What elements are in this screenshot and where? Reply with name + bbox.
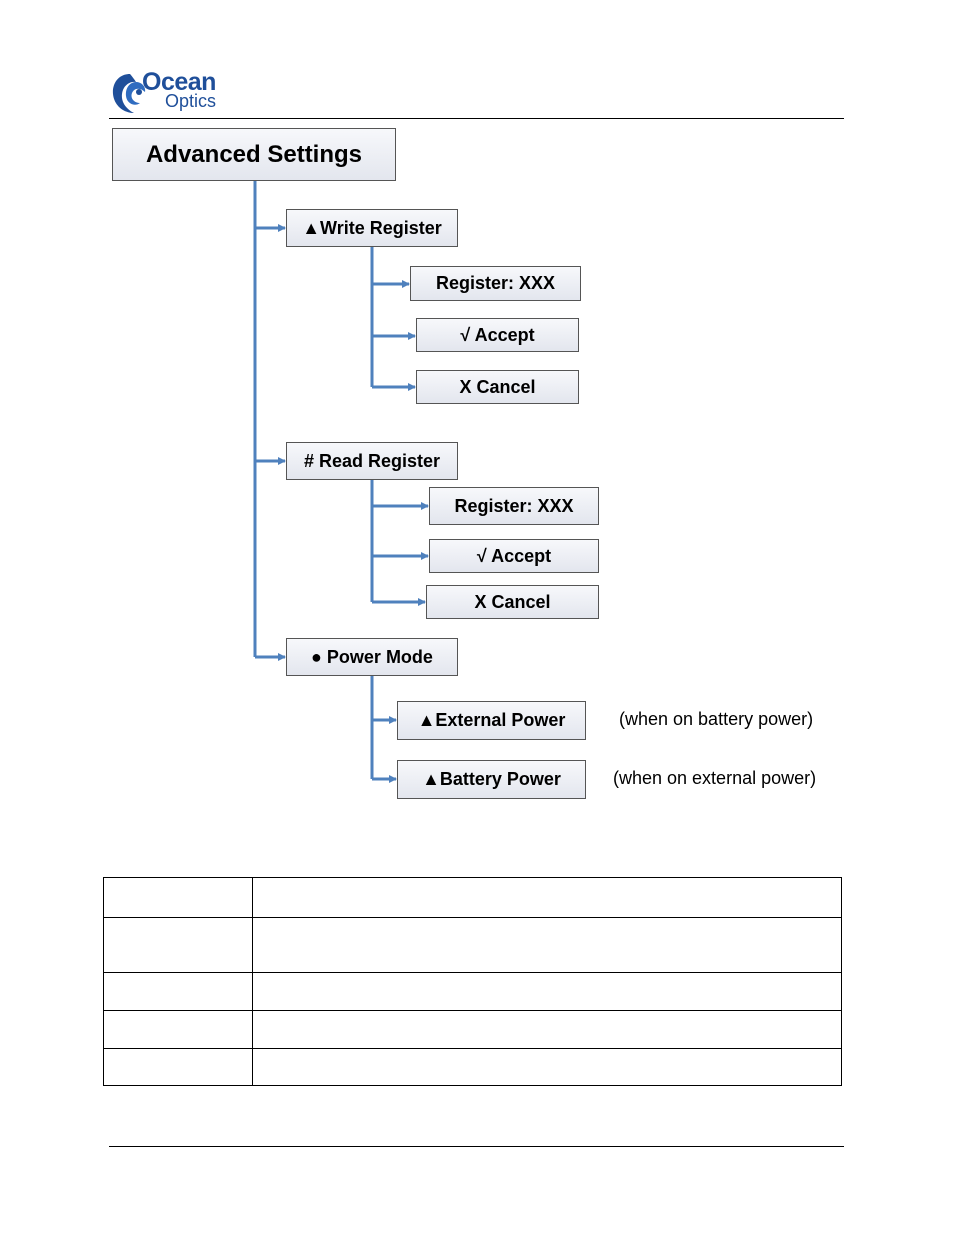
node-write-register: ▲Write Register (286, 209, 458, 247)
node-write-register-value: Register: XXX (410, 266, 581, 301)
node-read-register-value: Register: XXX (429, 487, 599, 525)
table-row (103, 877, 842, 918)
wave-logo-icon (112, 74, 146, 113)
logo-word-optics: Optics (165, 91, 217, 111)
node-read-accept: √ Accept (429, 539, 599, 573)
node-read-cancel: X Cancel (426, 585, 599, 619)
note-battery-power: (when on external power) (613, 768, 817, 788)
node-read-register: # Read Register (286, 442, 458, 480)
node-power-mode: ● Power Mode (286, 638, 458, 676)
node-write-accept: √ Accept (416, 318, 579, 352)
node-external-power: ▲External Power (397, 701, 586, 740)
note-external-power: (when on battery power) (619, 709, 814, 729)
header-rule (109, 118, 844, 119)
ocean-optics-logo: Ocean Optics (110, 68, 230, 116)
table-row (103, 972, 842, 1011)
table-row (103, 1010, 842, 1049)
logo-word-ocean: Ocean (142, 68, 216, 96)
footer-rule (109, 1146, 844, 1147)
node-advanced-settings: Advanced Settings (112, 128, 396, 181)
node-write-cancel: X Cancel (416, 370, 579, 404)
table-row (103, 1048, 842, 1086)
table-row (103, 917, 842, 973)
node-battery-power: ▲Battery Power (397, 760, 586, 799)
empty-table (103, 877, 842, 1086)
